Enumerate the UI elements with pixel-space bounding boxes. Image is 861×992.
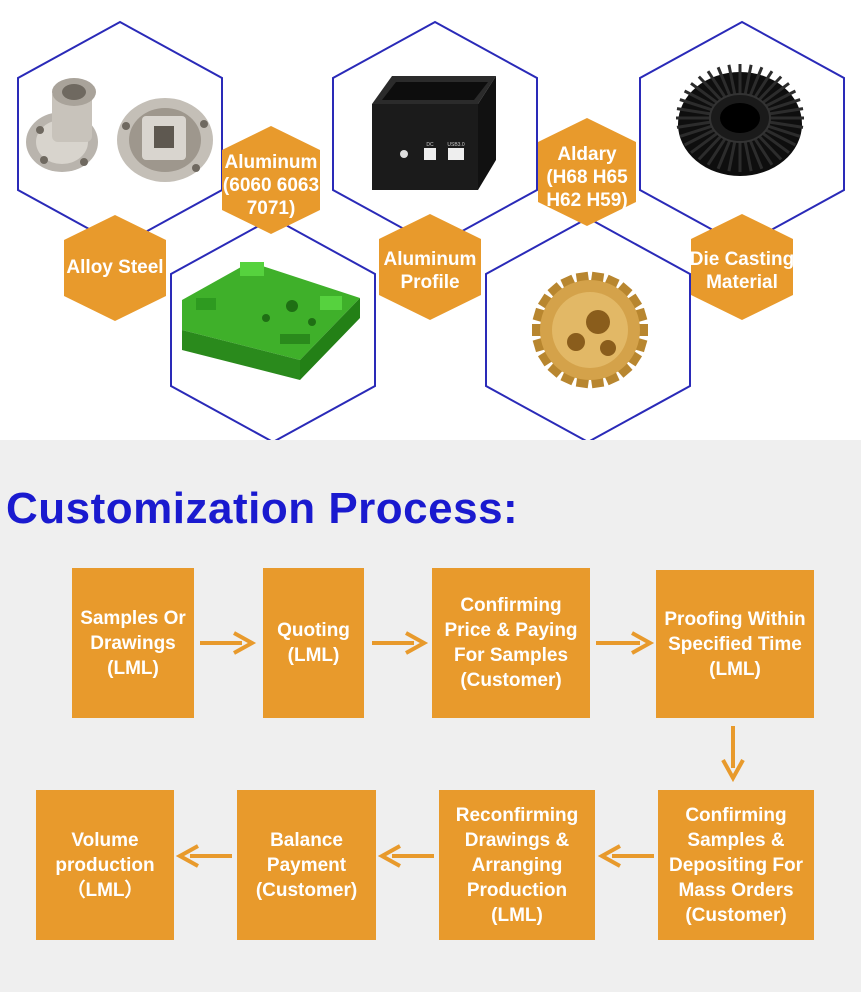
page-title: Customization Process: [6,484,519,533]
step-confirming-samples: Confirming Samples & Depositing For Mass… [658,790,814,940]
machined-steel-flange-parts-image [26,78,213,182]
hex-label-alloy-steel [64,215,166,321]
hex-label-die-casting [691,214,793,320]
step-volume-production: Volume production （LML） [36,790,174,940]
arrow-left-3 [176,844,232,868]
green-anodized-bracket-image [182,262,360,380]
hex-label-aldary [538,118,636,226]
material-label-aldary: Aldary (H68 H65 H62 H59) [546,144,628,211]
arrow-right-3 [596,631,655,655]
materials-section: DC USB3.0 Alloy Steel Aluminum (6060 606… [0,0,861,444]
step-proofing: Proofing Within Specified Time (LML) [656,570,814,718]
arrow-left-1 [598,844,654,868]
step-balance-payment: Balance Payment (Customer) [237,790,376,940]
materials-hexagon-grid: DC USB3.0 [17,20,845,444]
arrow-right-2 [372,631,429,655]
brass-gear-image [532,271,648,389]
arrow-right-1 [200,631,257,655]
hex-label-aluminum [222,126,320,234]
step-quoting: Quoting (LML) [263,568,364,718]
arrow-down [721,726,745,783]
material-label-aluminum-profile: Aluminum Profile [383,249,477,293]
hex-label-aluminum-profile [379,214,481,320]
black-heatsink-image [676,64,804,176]
step-confirming-price: Confirming Price & Paying For Samples (C… [432,568,590,718]
step-samples-or-drawings: Samples Or Drawings (LML) [72,568,194,718]
material-label-alloy-steel: Alloy Steel [66,257,164,278]
black-aluminum-enclosure-image: DC USB3.0 [372,76,496,190]
enclosure-mark-usb: USB3.0 [447,142,464,148]
material-label-aluminum: Aluminum (6060 6063 7071) [222,152,320,219]
enclosure-mark-dc: DC [426,142,434,148]
arrow-left-2 [378,844,434,868]
material-label-die-casting: Die Casting Material [689,249,795,293]
step-reconfirming-drawings: Reconfirming Drawings & Arranging Produc… [439,790,595,940]
